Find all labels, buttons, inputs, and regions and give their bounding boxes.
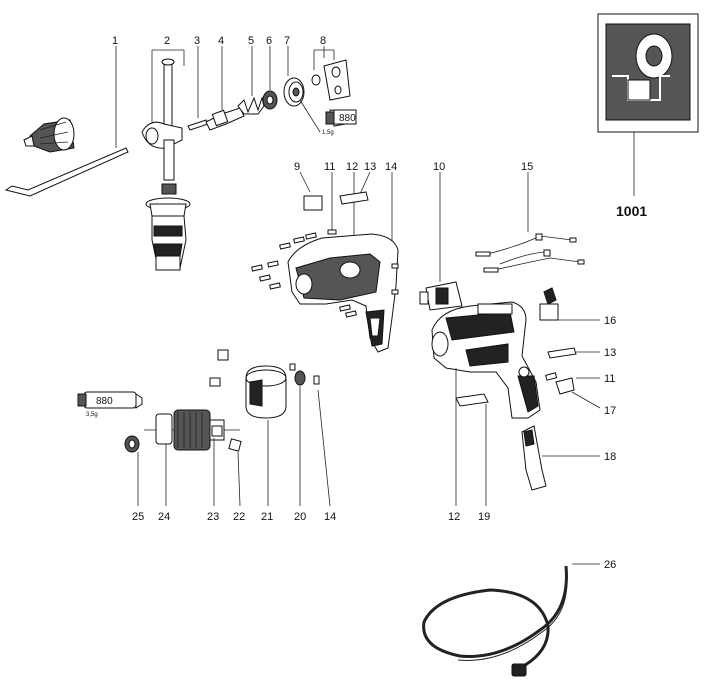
part-16-brush-holder bbox=[539, 287, 600, 321]
callout-13-left: 13 bbox=[364, 161, 376, 173]
part-3-pin bbox=[187, 46, 209, 131]
callout-14-top: 14 bbox=[385, 161, 397, 173]
callout-6: 6 bbox=[266, 35, 272, 47]
part-15-cable-set bbox=[475, 172, 585, 273]
callout-3: 3 bbox=[194, 35, 200, 47]
part-17-carbon-brush bbox=[555, 377, 601, 409]
callout-24: 24 bbox=[158, 511, 170, 523]
part-13-strip-right bbox=[547, 347, 600, 359]
callout-4: 4 bbox=[218, 35, 224, 47]
drill-housing-assembled bbox=[431, 301, 541, 419]
part-25-bearing bbox=[124, 435, 140, 506]
callout-15: 15 bbox=[521, 161, 533, 173]
tube-left-label: 880 bbox=[96, 396, 113, 407]
callout-9: 9 bbox=[294, 161, 300, 173]
callout-1001: 1001 bbox=[616, 203, 647, 219]
callout-12-right: 12 bbox=[448, 511, 460, 523]
part-10-switch bbox=[419, 172, 463, 311]
callout-7: 7 bbox=[284, 35, 290, 47]
part-26-power-cord bbox=[422, 563, 600, 677]
part-4-spindle bbox=[205, 46, 245, 131]
callout-20: 20 bbox=[294, 511, 306, 523]
grease-tube-top: 880 1,5g bbox=[322, 109, 357, 136]
callout-21: 21 bbox=[261, 511, 273, 523]
housing-half-left bbox=[287, 233, 399, 353]
part-14-pin bbox=[289, 363, 331, 507]
part-19-plate bbox=[455, 393, 489, 506]
part-8-clamp bbox=[311, 46, 351, 101]
part-1-depth-rod bbox=[4, 46, 129, 197]
tube-top-quantity: 1,5g bbox=[322, 130, 334, 136]
callout-11-left: 11 bbox=[324, 161, 335, 173]
tube-top-label: 880 bbox=[339, 113, 356, 124]
part-20-bearing bbox=[294, 370, 306, 506]
callout-11-right: 11 bbox=[604, 373, 615, 385]
part-18-handle bbox=[521, 425, 600, 491]
callout-12-left: 12 bbox=[346, 161, 358, 173]
part-22-23-small bbox=[209, 349, 242, 507]
part-21-stator bbox=[245, 365, 287, 506]
callout-8: 8 bbox=[320, 35, 326, 47]
part-6-bearing bbox=[262, 46, 278, 110]
drill-chuck bbox=[23, 117, 75, 153]
callout-19: 19 bbox=[478, 511, 490, 523]
callout-23: 23 bbox=[207, 511, 219, 523]
callout-13-right: 13 bbox=[604, 347, 616, 359]
callout-5: 5 bbox=[248, 35, 254, 47]
part-5-spring bbox=[237, 46, 265, 115]
part-7-gear-disc bbox=[283, 46, 321, 133]
callout-25: 25 bbox=[132, 511, 144, 523]
callout-26: 26 bbox=[604, 559, 616, 571]
inset-1001 bbox=[597, 13, 699, 196]
callout-18: 18 bbox=[604, 451, 616, 463]
callout-22: 22 bbox=[233, 511, 245, 523]
callout-17: 17 bbox=[604, 405, 616, 417]
tube-left-quantity: 3,5g bbox=[86, 412, 98, 418]
callout-16: 16 bbox=[604, 315, 616, 327]
callout-labels: 1 2 3 4 5 6 7 8 9 11 12 13 14 10 15 16 1… bbox=[112, 35, 647, 571]
callout-1: 1 bbox=[112, 35, 118, 47]
part-2-side-handle bbox=[141, 49, 191, 271]
callout-14-bottom: 14 bbox=[324, 511, 336, 523]
part-24-armature bbox=[144, 409, 240, 506]
housing-screws bbox=[251, 229, 399, 318]
part-11-screw bbox=[545, 372, 600, 381]
callout-10: 10 bbox=[433, 161, 445, 173]
part-9-plate bbox=[299, 171, 323, 211]
grease-tube-left: 880 3,5g bbox=[77, 391, 143, 418]
part-13-strip bbox=[339, 191, 369, 205]
callout-2: 2 bbox=[164, 35, 170, 47]
